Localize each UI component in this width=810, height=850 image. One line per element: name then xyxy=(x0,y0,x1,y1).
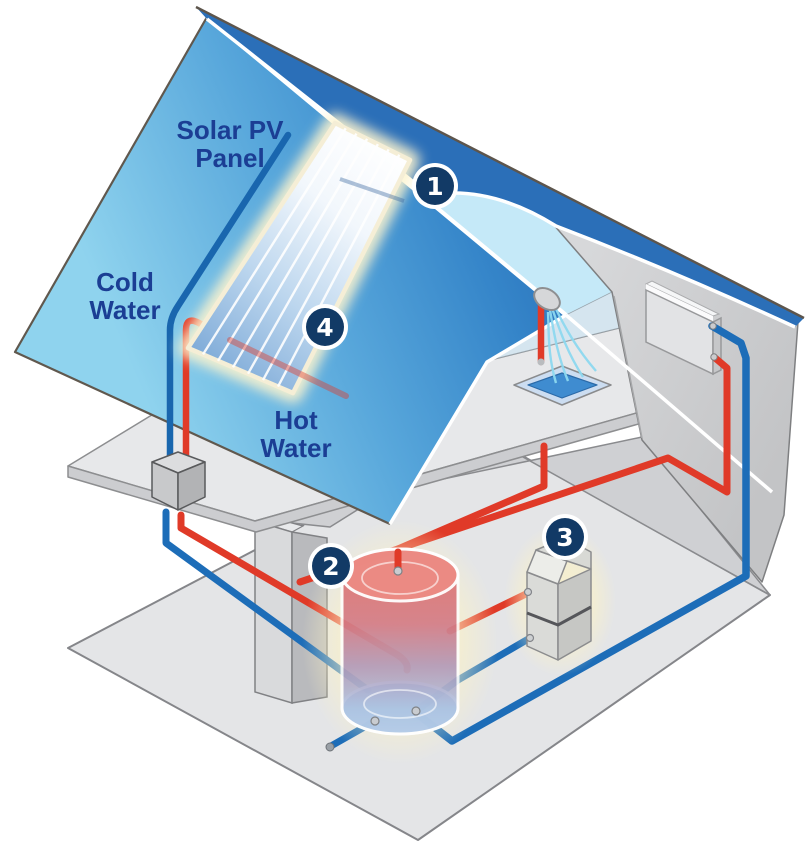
pump-divider xyxy=(526,605,592,627)
far-slope-outline xyxy=(195,5,805,320)
shower-pipe-base xyxy=(537,358,545,366)
label-line: Cold xyxy=(96,267,154,297)
svg-text:1: 1 xyxy=(426,172,443,201)
cold-down-pipe xyxy=(162,508,372,694)
label-line: Water xyxy=(260,433,332,464)
radiator-highlight xyxy=(646,284,713,322)
radiator-connector xyxy=(710,353,718,361)
shower xyxy=(533,286,597,384)
shower-tray xyxy=(513,365,612,406)
junction-box-side xyxy=(177,461,206,511)
pump-connector xyxy=(523,587,533,597)
heating-flow-pipe xyxy=(296,353,731,586)
hot-water-cylinder xyxy=(302,520,498,764)
callout-badges: 1 4 2 3 xyxy=(302,163,588,589)
junction-box xyxy=(151,451,206,511)
svg-text:3: 3 xyxy=(556,523,573,552)
tank-connector xyxy=(370,716,380,726)
tank-connector xyxy=(411,706,421,716)
cold-roof-pipe xyxy=(166,131,292,465)
svg-text:4: 4 xyxy=(316,313,333,342)
eave-white-line xyxy=(564,313,774,494)
label-line: Solar PV xyxy=(176,115,284,145)
label-solar-pv-panel: Solar PV Panel xyxy=(150,116,310,172)
badge-3[interactable]: 3 xyxy=(542,514,588,560)
radiator-connector xyxy=(709,322,717,330)
shower-spray xyxy=(546,304,597,384)
badge-1[interactable]: 1 xyxy=(412,163,458,209)
panel-surface xyxy=(185,120,413,396)
roof-outer-edge xyxy=(13,16,391,525)
label-line: Water xyxy=(89,295,161,326)
far-roof-slope xyxy=(196,7,804,327)
svg-text:2: 2 xyxy=(322,552,339,581)
far-slope-white-underline xyxy=(205,17,796,329)
hot-pipe-under-panel xyxy=(227,337,349,399)
shower-head-icon xyxy=(533,286,561,312)
label-line: Panel xyxy=(195,143,265,174)
ceiling-underside xyxy=(430,193,612,315)
interfloor-wall xyxy=(253,432,771,596)
pipe-cap xyxy=(325,742,335,752)
badge-4[interactable]: 4 xyxy=(302,304,348,350)
badge-2[interactable]: 2 xyxy=(308,543,354,589)
label-line: Hot xyxy=(274,405,318,435)
panel-stripes xyxy=(201,127,401,388)
panel-header-line xyxy=(339,177,405,203)
cylinder-bottom-inner xyxy=(363,689,437,719)
pump-connector xyxy=(525,633,535,643)
tank-connector xyxy=(393,566,403,576)
label-hot-water: Hot Water xyxy=(221,406,371,462)
label-cold-water: Cold Water xyxy=(50,268,200,324)
solar-pv-panel xyxy=(178,113,420,403)
